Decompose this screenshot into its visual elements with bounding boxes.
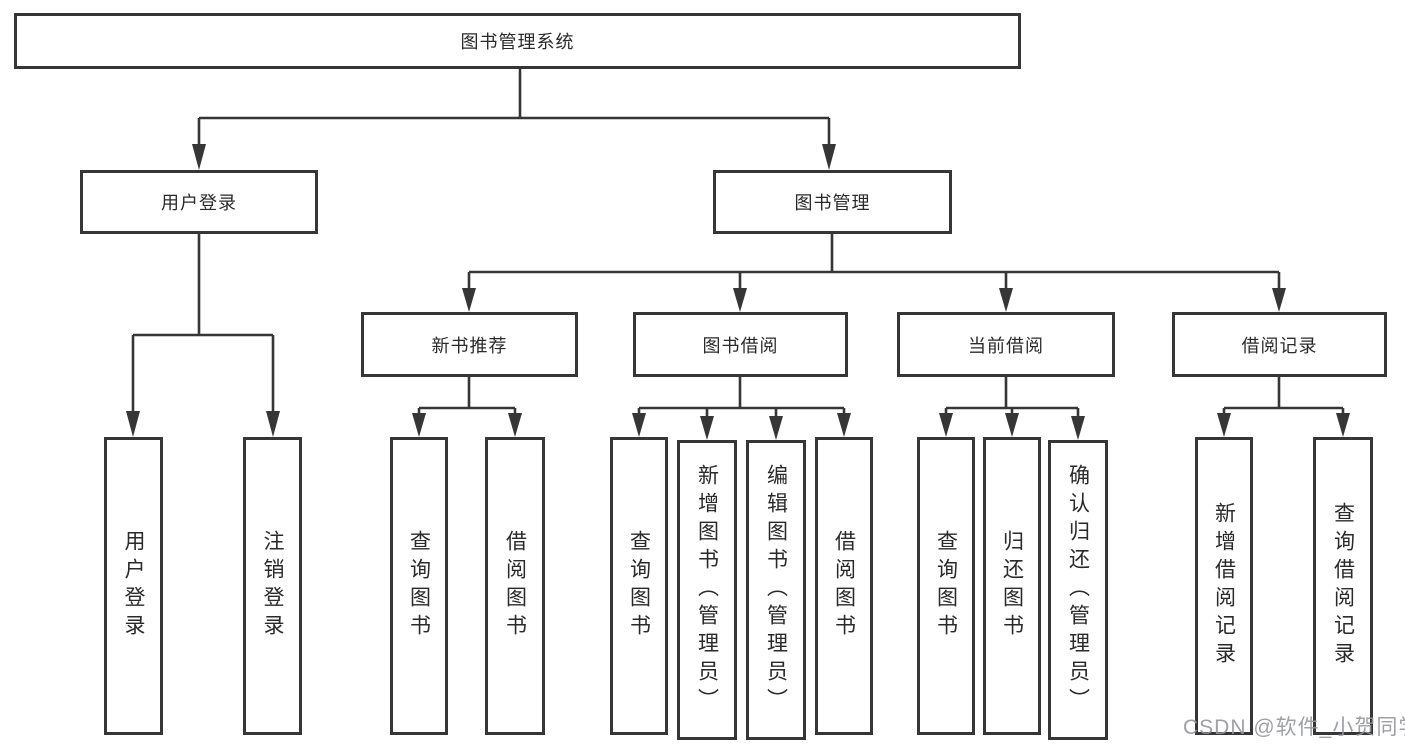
node-label: 借阅记录 [1241,335,1318,356]
node-label: 新增借阅记录 [1212,502,1236,670]
node-label: 查询借阅记录 [1331,502,1355,670]
node-book-borrowing: 图书借阅 [633,312,848,377]
leaf-query-books-recommend: 查询图书 [390,437,448,735]
node-label: 归还图书 [1000,530,1024,642]
node-label: 借阅图书 [832,530,856,642]
leaf-borrow-books-recommend: 借阅图书 [485,437,545,735]
arrowheads [126,144,1350,440]
leaf-query-books-borrowing: 查询图书 [610,437,668,735]
leaf-query-borrow-record: 查询借阅记录 [1313,437,1373,735]
node-label: 查询图书 [934,530,958,642]
node-label: 图书管理系统 [460,32,575,52]
node-label: 查询图书 [407,530,431,642]
node-borrowing-records: 借阅记录 [1172,312,1387,377]
leaf-user-login: 用户登录 [104,437,163,735]
node-label: 当前借阅 [968,335,1044,356]
leaf-edit-books-admin: 编辑图书（管理员） [746,440,806,740]
node-label: 新书推荐 [431,335,508,356]
node-current-borrowing: 当前借阅 [897,312,1115,377]
node-label: 借阅图书 [503,530,527,642]
leaf-borrow-books: 借阅图书 [815,437,873,735]
node-label: 查询图书 [627,530,651,642]
node-label: 编辑图书（管理员） [764,464,788,716]
node-label: 图书管理 [794,193,871,213]
csdn-watermark: CSDN @软件_小贺同学 [1183,716,1405,739]
node-label: 用户登录 [161,193,237,213]
node-label: 用户登录 [122,530,145,642]
node-label: 注销登录 [261,530,284,642]
node-label: 图书借阅 [702,335,779,356]
node-label: 确认归还（管理员） [1066,464,1090,716]
leaf-confirm-return-admin: 确认归还（管理员） [1048,440,1108,740]
node-book-management: 图书管理 [713,170,952,234]
leaf-add-books-admin: 新增图书（管理员） [677,440,737,740]
leaf-logout-login: 注销登录 [243,437,302,735]
node-user-login: 用户登录 [80,170,318,234]
leaf-query-books-current: 查询图书 [917,437,975,735]
node-label: 新增图书（管理员） [695,464,719,716]
leaf-return-books: 归还图书 [983,437,1041,735]
node-new-book-recommend: 新书推荐 [361,312,578,377]
leaf-add-borrow-record: 新增借阅记录 [1195,437,1253,735]
node-root-library-management-system: 图书管理系统 [14,13,1021,69]
